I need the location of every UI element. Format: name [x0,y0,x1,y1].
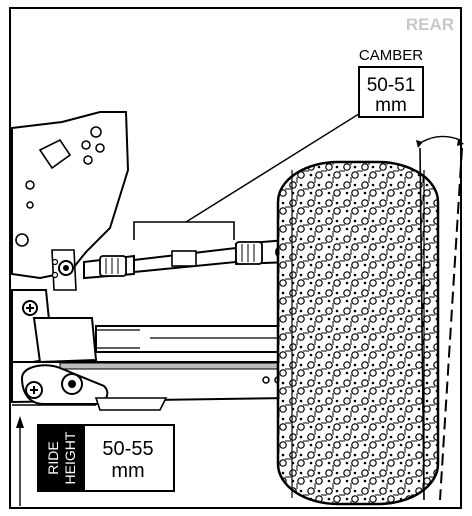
camber-value-line2: mm [375,95,407,116]
ride-height-value-line1: 50-55 [102,438,153,460]
ride-height-label-line1: RIDE [45,441,61,474]
rear-label: REAR [406,15,454,34]
ride-height-arrow [16,416,24,506]
frame-border [9,7,462,509]
camber-title: CAMBER [359,47,423,64]
ride-height-label: RIDE HEIGHT 50-55 mm [37,424,175,492]
camber-value-box [358,66,424,118]
camber-value-line1: 50-51 [367,75,416,96]
camber-leader [133,111,363,240]
shock-tower [11,111,130,291]
rear-arm [11,289,293,411]
ride-height-value-line2: mm [111,460,144,482]
camber-link [83,238,292,280]
ride-height-label-line2: HEIGHT [62,431,78,484]
camber-angle-marker [416,135,464,501]
rear-tire [276,160,440,506]
